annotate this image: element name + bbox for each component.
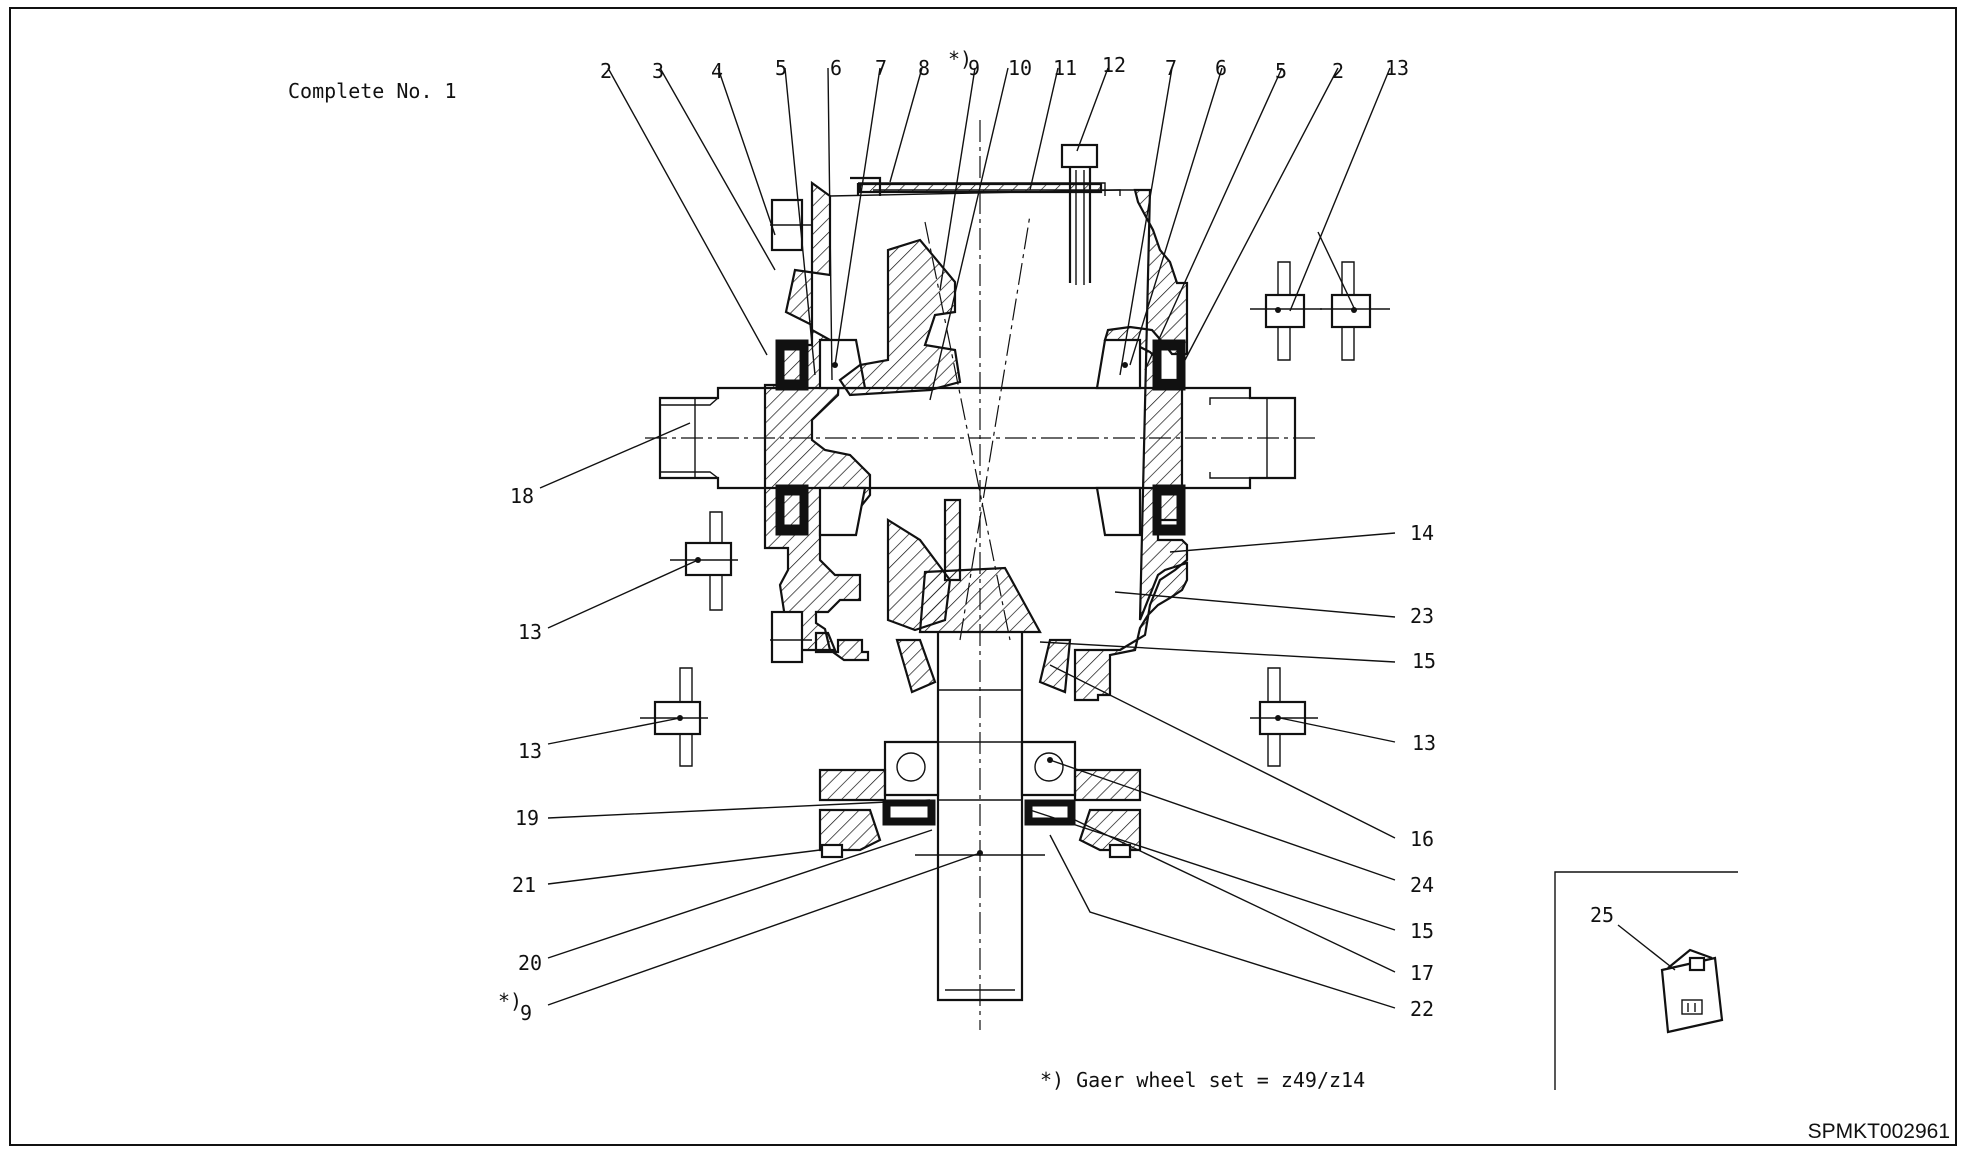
callout-22: 22	[1410, 997, 1434, 1021]
callout-14: 14	[1410, 521, 1434, 545]
bolt-top-left	[1250, 261, 1322, 361]
callout-17: 17	[1410, 961, 1434, 985]
complete-number-label: Complete No. 1	[288, 79, 457, 103]
callout-9-bottom: 9	[520, 1001, 532, 1025]
callout-18: 18	[510, 484, 534, 508]
leader-lines	[539, 67, 1396, 1009]
callout-10: 10	[1008, 56, 1032, 80]
callout-15-upper: 15	[1412, 649, 1436, 673]
callout-12: 12	[1102, 53, 1126, 77]
callout-9-top: 9	[968, 56, 980, 80]
callout-7-left: 7	[875, 56, 887, 80]
breather-plug	[1060, 143, 1099, 169]
callout-13-top: 13	[1385, 56, 1409, 80]
callout-6-right: 6	[1215, 56, 1227, 80]
loose-bolts	[640, 261, 1390, 767]
drawing-code: SPMKT002961	[1808, 1120, 1950, 1143]
callout-19: 19	[515, 806, 539, 830]
input-shaft	[645, 386, 1320, 490]
bolt-lower-left	[640, 667, 708, 767]
oil-kit-box	[1554, 871, 1738, 1090]
pinion-and-output-shaft	[818, 120, 1142, 1030]
gearbox-housing	[763, 143, 1189, 702]
callout-3: 3	[652, 59, 664, 83]
callout-16: 16	[1410, 827, 1434, 851]
bolt-middle-left	[670, 511, 738, 611]
oil-canister-icon	[1660, 948, 1724, 1034]
callout-5-left: 5	[775, 56, 787, 80]
callout-8: 8	[918, 56, 930, 80]
callout-13-left-upper: 13	[518, 620, 542, 644]
callout-21: 21	[512, 873, 536, 897]
callout-5-right: 5	[1275, 59, 1287, 83]
callout-2-left: 2	[600, 59, 612, 83]
bolt-top-right	[1320, 261, 1390, 361]
callout-13-left-lower: 13	[518, 739, 542, 763]
callout-25: 25	[1590, 903, 1614, 927]
callout-6-left: 6	[830, 56, 842, 80]
gear-set-footnote: *) Gaer wheel set = z49/z14	[1040, 1068, 1365, 1092]
callout-24: 24	[1410, 873, 1434, 897]
callout-star-marker-top: *)	[948, 47, 972, 71]
callout-20: 20	[518, 951, 542, 975]
callout-7-right: 7	[1165, 56, 1177, 80]
callout-4: 4	[711, 59, 723, 83]
callout-15-lower: 15	[1410, 919, 1434, 943]
callout-2-right: 2	[1332, 59, 1344, 83]
callout-star-marker-bottom: *)	[498, 989, 522, 1013]
callout-11: 11	[1053, 56, 1077, 80]
bolt-lower-right	[1250, 667, 1318, 767]
bearing-seal-right	[1095, 338, 1186, 537]
callouts: 2 3 4 5 6 7 8 *) 9 10 11 12 7 6 5 2 13 1…	[498, 47, 1614, 1025]
callout-13-right: 13	[1412, 731, 1436, 755]
drawing-frame	[9, 7, 1957, 1146]
callout-23: 23	[1410, 604, 1434, 628]
